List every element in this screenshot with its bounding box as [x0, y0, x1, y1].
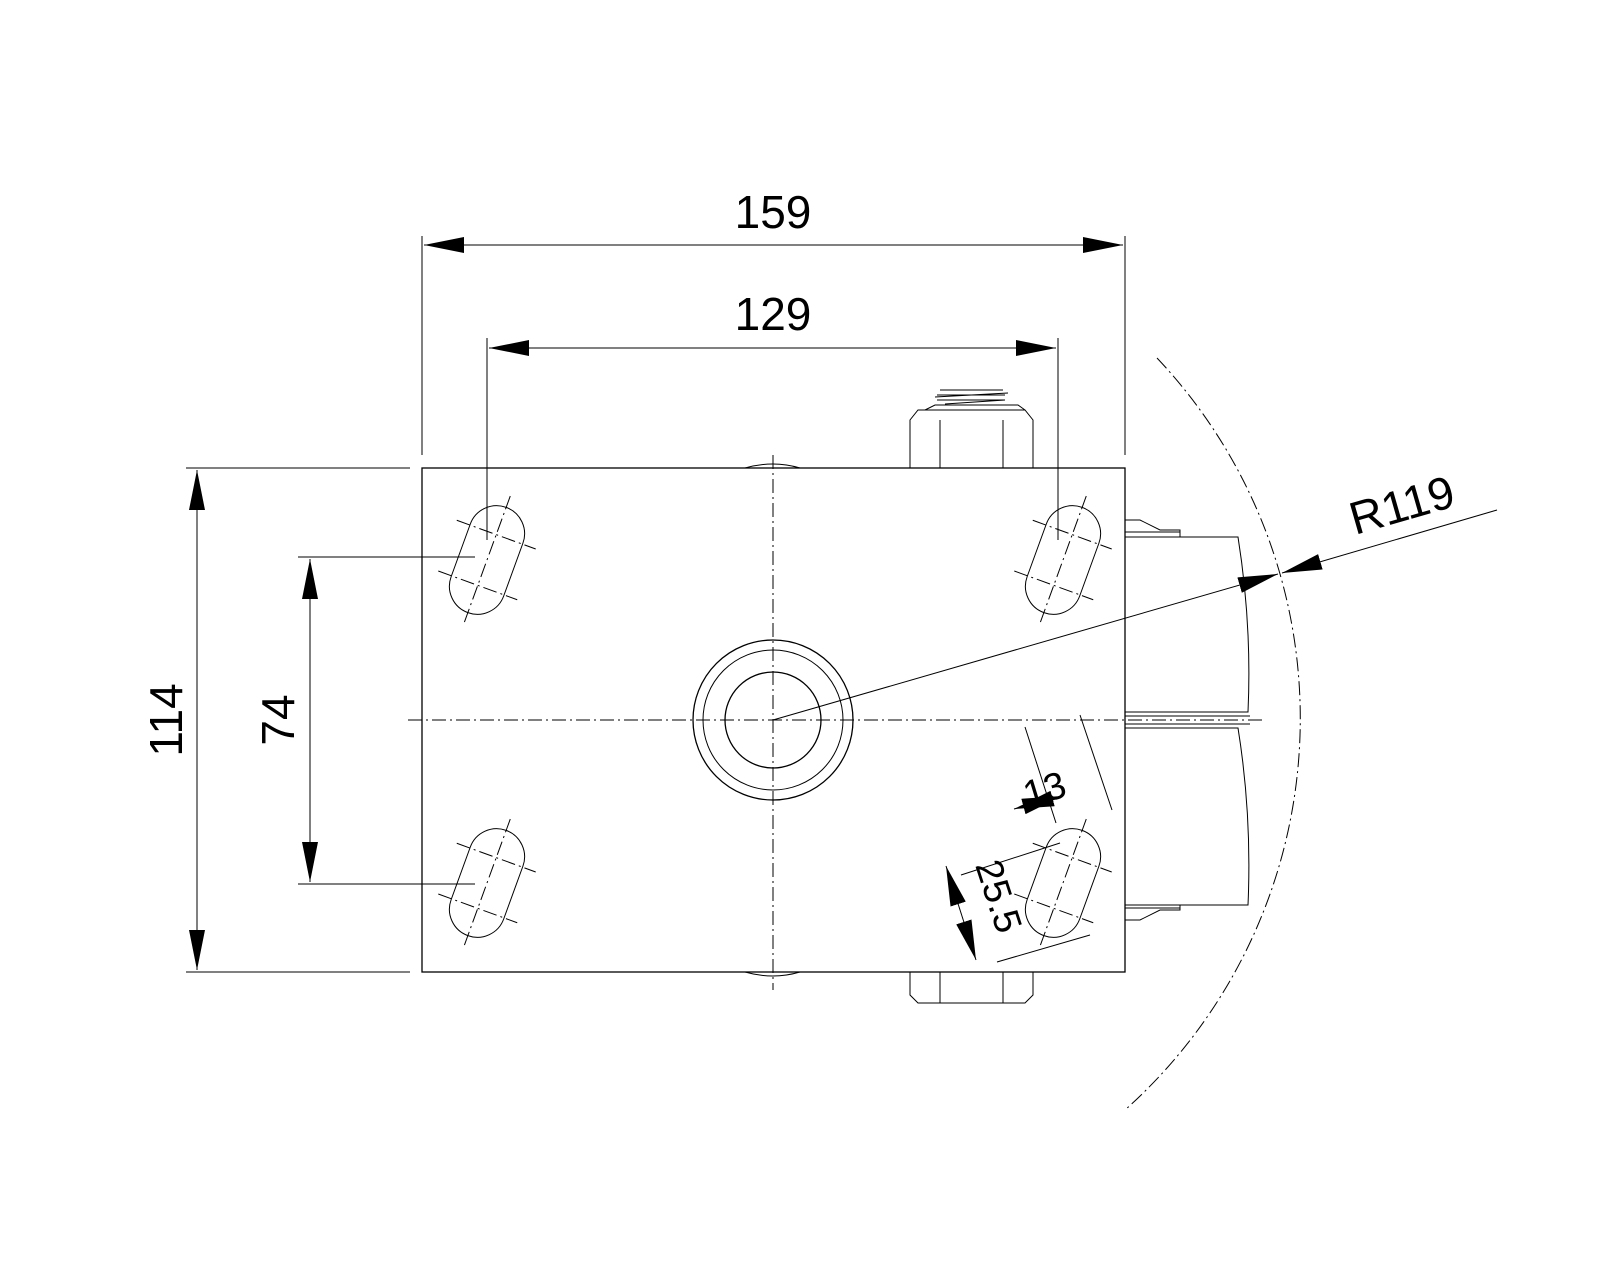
overall-height-label: 114	[140, 683, 192, 756]
mounting-slot	[1014, 495, 1112, 625]
radius-leader-outer	[1281, 509, 1498, 574]
mounting-slot	[1014, 818, 1112, 948]
dimension-line-25-5	[945, 865, 977, 961]
radius-label: R119	[1343, 465, 1460, 544]
plate-edge-bumps	[744, 463, 801, 977]
central-bore	[692, 639, 854, 801]
mounting-slot	[438, 818, 536, 948]
swivel-radius-arc	[1124, 357, 1301, 1111]
hole-spacing-x-label: 129	[735, 288, 812, 340]
slot-width-label: 13	[1018, 764, 1071, 817]
wheel	[1125, 519, 1250, 921]
slot-length-label: 25.5	[966, 855, 1029, 938]
hole-spacing-y-label: 74	[252, 694, 304, 745]
overall-width-label: 159	[735, 186, 812, 238]
top-nut	[909, 389, 1034, 468]
dimension-line-13	[1013, 790, 1063, 815]
bottom-nut	[909, 972, 1034, 1004]
radius-leader	[772, 573, 1279, 721]
